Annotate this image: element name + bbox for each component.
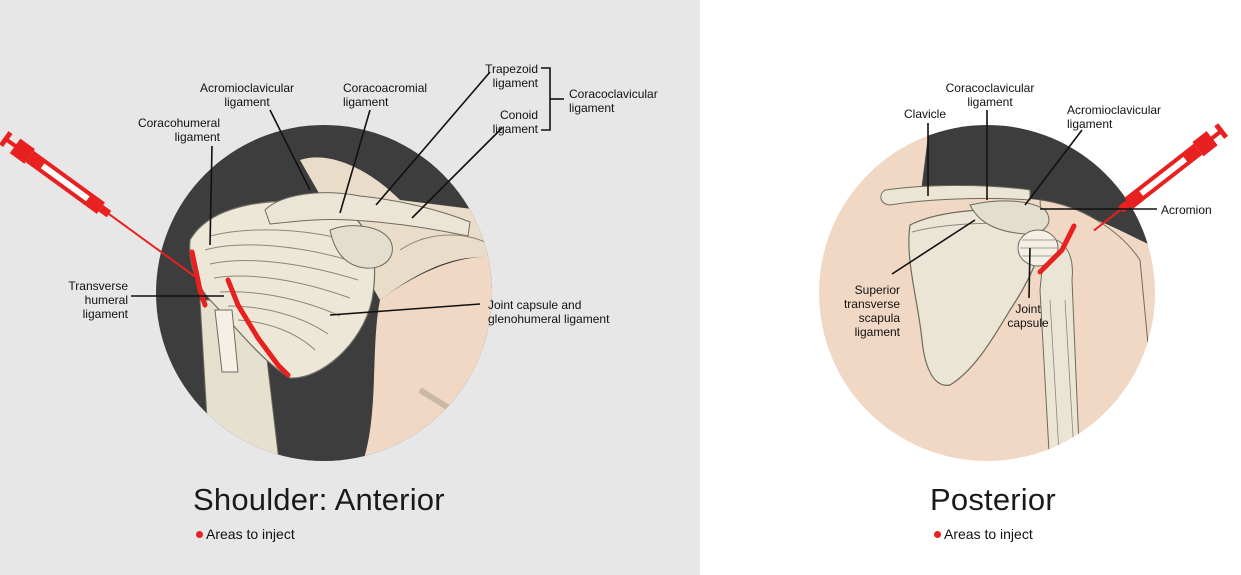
- superior-transverse-scapula-label: Superior transverse scapula ligament: [820, 283, 900, 339]
- posterior-joint-capsule-label: Joint capsule: [998, 302, 1058, 330]
- posterior-coracoclavicular-label: Coracoclavicular ligament: [935, 81, 1045, 109]
- coracoclavicular-ligament-label: Coracoclavicular ligament: [569, 87, 679, 115]
- posterior-legend: Areas to inject: [934, 526, 1033, 542]
- anterior-panel: Coracohumeral ligament Acromioclavicular…: [0, 0, 700, 575]
- posterior-panel: Clavicle Coracoclavicular ligament Acrom…: [700, 0, 1241, 575]
- conoid-ligament-label: Conoid ligament: [460, 108, 538, 136]
- transverse-humeral-ligament-label: Transverse humeral ligament: [40, 279, 128, 321]
- anterior-caption: Shoulder: Anterior: [193, 482, 445, 518]
- anterior-legend-text: Areas to inject: [206, 526, 295, 542]
- trapezoid-ligament-label: Trapezoid ligament: [460, 62, 538, 90]
- acromion-label: Acromion: [1161, 203, 1231, 217]
- joint-capsule-glenohumeral-label: Joint capsule and glenohumeral ligament: [488, 298, 648, 326]
- posterior-caption: Posterior: [930, 482, 1056, 518]
- coracohumeral-ligament-label: Coracohumeral ligament: [120, 116, 220, 144]
- red-dot-icon: [196, 531, 203, 538]
- anterior-legend: Areas to inject: [196, 526, 295, 542]
- clavicle-label: Clavicle: [895, 107, 955, 121]
- posterior-legend-text: Areas to inject: [944, 526, 1033, 542]
- red-dot-icon: [934, 531, 941, 538]
- posterior-acromioclavicular-label: Acromioclavicular ligament: [1067, 103, 1187, 131]
- coracoacromial-ligament-label: Coracoacromial ligament: [343, 81, 453, 109]
- acromioclavicular-ligament-label: Acromioclavicular ligament: [192, 81, 302, 109]
